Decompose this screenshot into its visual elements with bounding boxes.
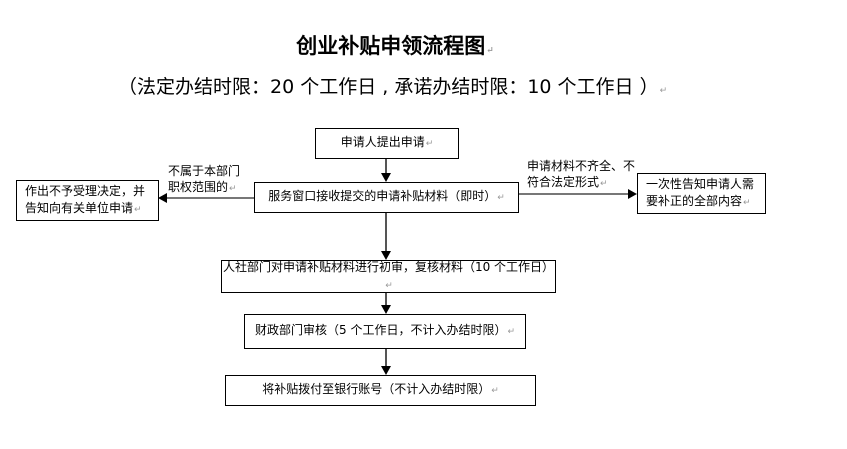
step-disburse: 将补贴拨付至银行账号（不计入办结时限） bbox=[225, 375, 536, 406]
arrow-line bbox=[385, 159, 387, 174]
arrow-line bbox=[385, 293, 387, 306]
arrow-down-icon bbox=[381, 305, 391, 314]
label-line: 一次性告知申请人需 bbox=[646, 176, 755, 191]
step-initial-review: 人社部门对申请补贴材料进行初审，复核材料（10 个工作日） bbox=[221, 260, 556, 293]
label-line: 不属于本部门 bbox=[168, 164, 241, 178]
incomplete-result: 一次性告知申请人需要补正的全部内容 bbox=[637, 173, 766, 214]
step-label: 服务窗口接收提交的申请补贴材料（即时） bbox=[268, 188, 505, 207]
incomplete-condition: 申请材料不齐全、不符合法定形式 bbox=[527, 158, 635, 192]
step-label: 财政部门审核（5 个工作日，不计入办结时限） bbox=[255, 322, 515, 341]
arrow-line bbox=[385, 349, 387, 367]
label-line: 作出不予受理决定，并 bbox=[25, 183, 146, 198]
step-label: 人社部门对申请补贴材料进行初审，复核材料（10 个工作日） bbox=[222, 259, 555, 295]
time-limit-subtitle: （法定办结时限：20 个工作日 , 承诺办结时限：10 个工作日 ） bbox=[118, 72, 667, 99]
reject-condition: 不属于本部门职权范围的 bbox=[168, 163, 240, 197]
arrow-left-icon bbox=[158, 193, 167, 203]
step-label: 申请人提出申请 bbox=[341, 134, 434, 153]
step-label: 将补贴拨付至银行账号（不计入办结时限） bbox=[262, 381, 499, 400]
arrow-down-icon bbox=[381, 366, 391, 375]
arrow-line bbox=[167, 197, 254, 199]
arrow-right-icon bbox=[628, 189, 637, 199]
arrow-down-icon bbox=[381, 173, 391, 182]
label-line: 职权范围的 bbox=[168, 179, 240, 197]
label-line: 符合法定形式 bbox=[527, 174, 635, 192]
step-apply: 申请人提出申请 bbox=[315, 128, 459, 159]
arrow-line bbox=[385, 213, 387, 252]
page-title: 创业补贴申领流程图 bbox=[0, 30, 790, 60]
reject-result: 作出不予受理决定，并告知向有关单位申请 bbox=[16, 180, 159, 221]
arrow-down-icon bbox=[381, 251, 391, 260]
step-finance-review: 财政部门审核（5 个工作日，不计入办结时限） bbox=[244, 314, 526, 349]
label-line: 告知向有关单位申请 bbox=[25, 200, 145, 219]
arrow-line bbox=[519, 193, 629, 195]
label-line: 申请材料不齐全、不 bbox=[527, 159, 636, 173]
label-line: 要补正的全部内容 bbox=[646, 193, 754, 212]
step-receive: 服务窗口接收提交的申请补贴材料（即时） bbox=[254, 182, 519, 213]
